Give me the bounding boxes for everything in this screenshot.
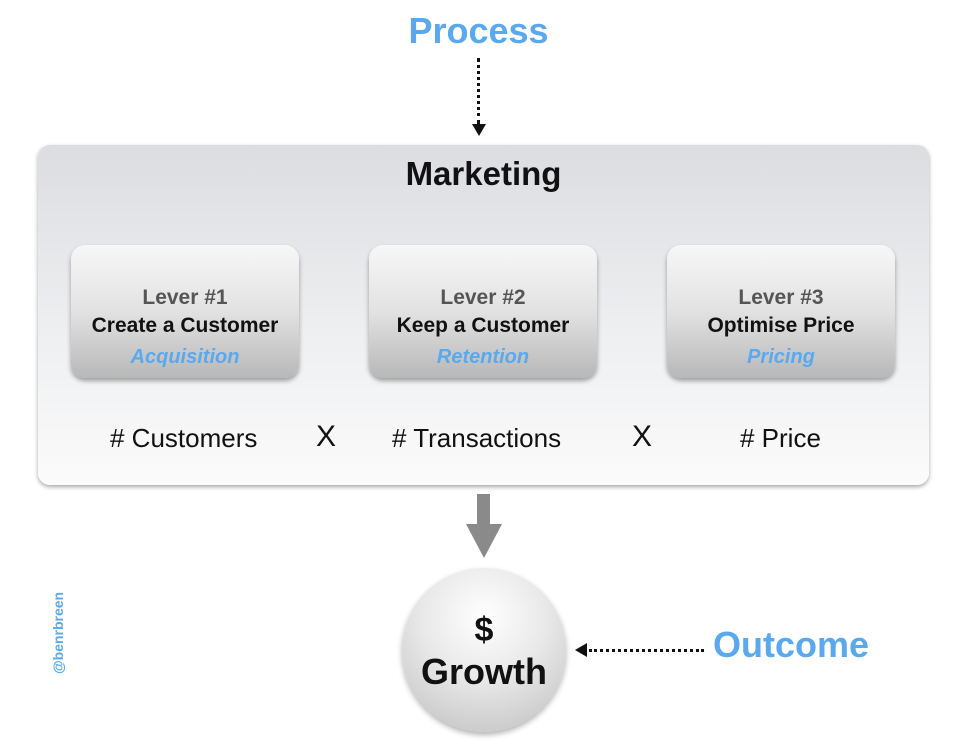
- process-label-text: Process: [408, 10, 549, 51]
- metric-price: # Price: [740, 423, 821, 453]
- lever-tag: Acquisition: [130, 346, 240, 368]
- lever-1-card: Lever #1 Create a Customer Acquisition: [71, 245, 299, 378]
- author-handle: @benrbreen: [50, 591, 66, 674]
- marketing-title: Marketing: [405, 155, 562, 192]
- dotted-arrow-left-icon: [575, 643, 587, 657]
- lever-3-card: Lever #3 Optimise Price Pricing: [667, 245, 895, 378]
- dotted-arrow-down-icon: [477, 58, 480, 124]
- lever-tag: Pricing: [747, 346, 815, 368]
- growth-circle: $ Growth: [402, 568, 566, 732]
- metric-customers: # Customers: [110, 423, 258, 453]
- down-arrow-head-icon: [466, 524, 502, 558]
- lever-title: Optimise Price: [707, 314, 855, 337]
- metric-transactions: # Transactions: [392, 423, 562, 453]
- multiply-operator: X: [316, 420, 337, 453]
- marketing-box: Marketing Lever #1 Create a Customer Acq…: [38, 145, 929, 485]
- lever-title: Keep a Customer: [396, 314, 570, 337]
- lever-tag: Retention: [436, 346, 530, 368]
- down-arrow-icon: [477, 494, 490, 524]
- lever-number: Lever #2: [440, 286, 526, 309]
- lever-number: Lever #3: [738, 286, 824, 309]
- dotted-arrow-down-head-icon: [472, 124, 486, 136]
- lever-2-card: Lever #2 Keep a Customer Retention: [369, 245, 597, 378]
- outcome-label: Outcome: [713, 624, 870, 665]
- process-label: Process: [0, 10, 957, 52]
- lever-title: Create a Customer: [91, 314, 279, 337]
- growth-symbol: $: [474, 611, 494, 649]
- growth-label: Growth: [421, 651, 547, 692]
- multiply-operator: X: [632, 420, 653, 453]
- dotted-line-horizontal: [589, 649, 704, 652]
- lever-number: Lever #1: [142, 286, 228, 309]
